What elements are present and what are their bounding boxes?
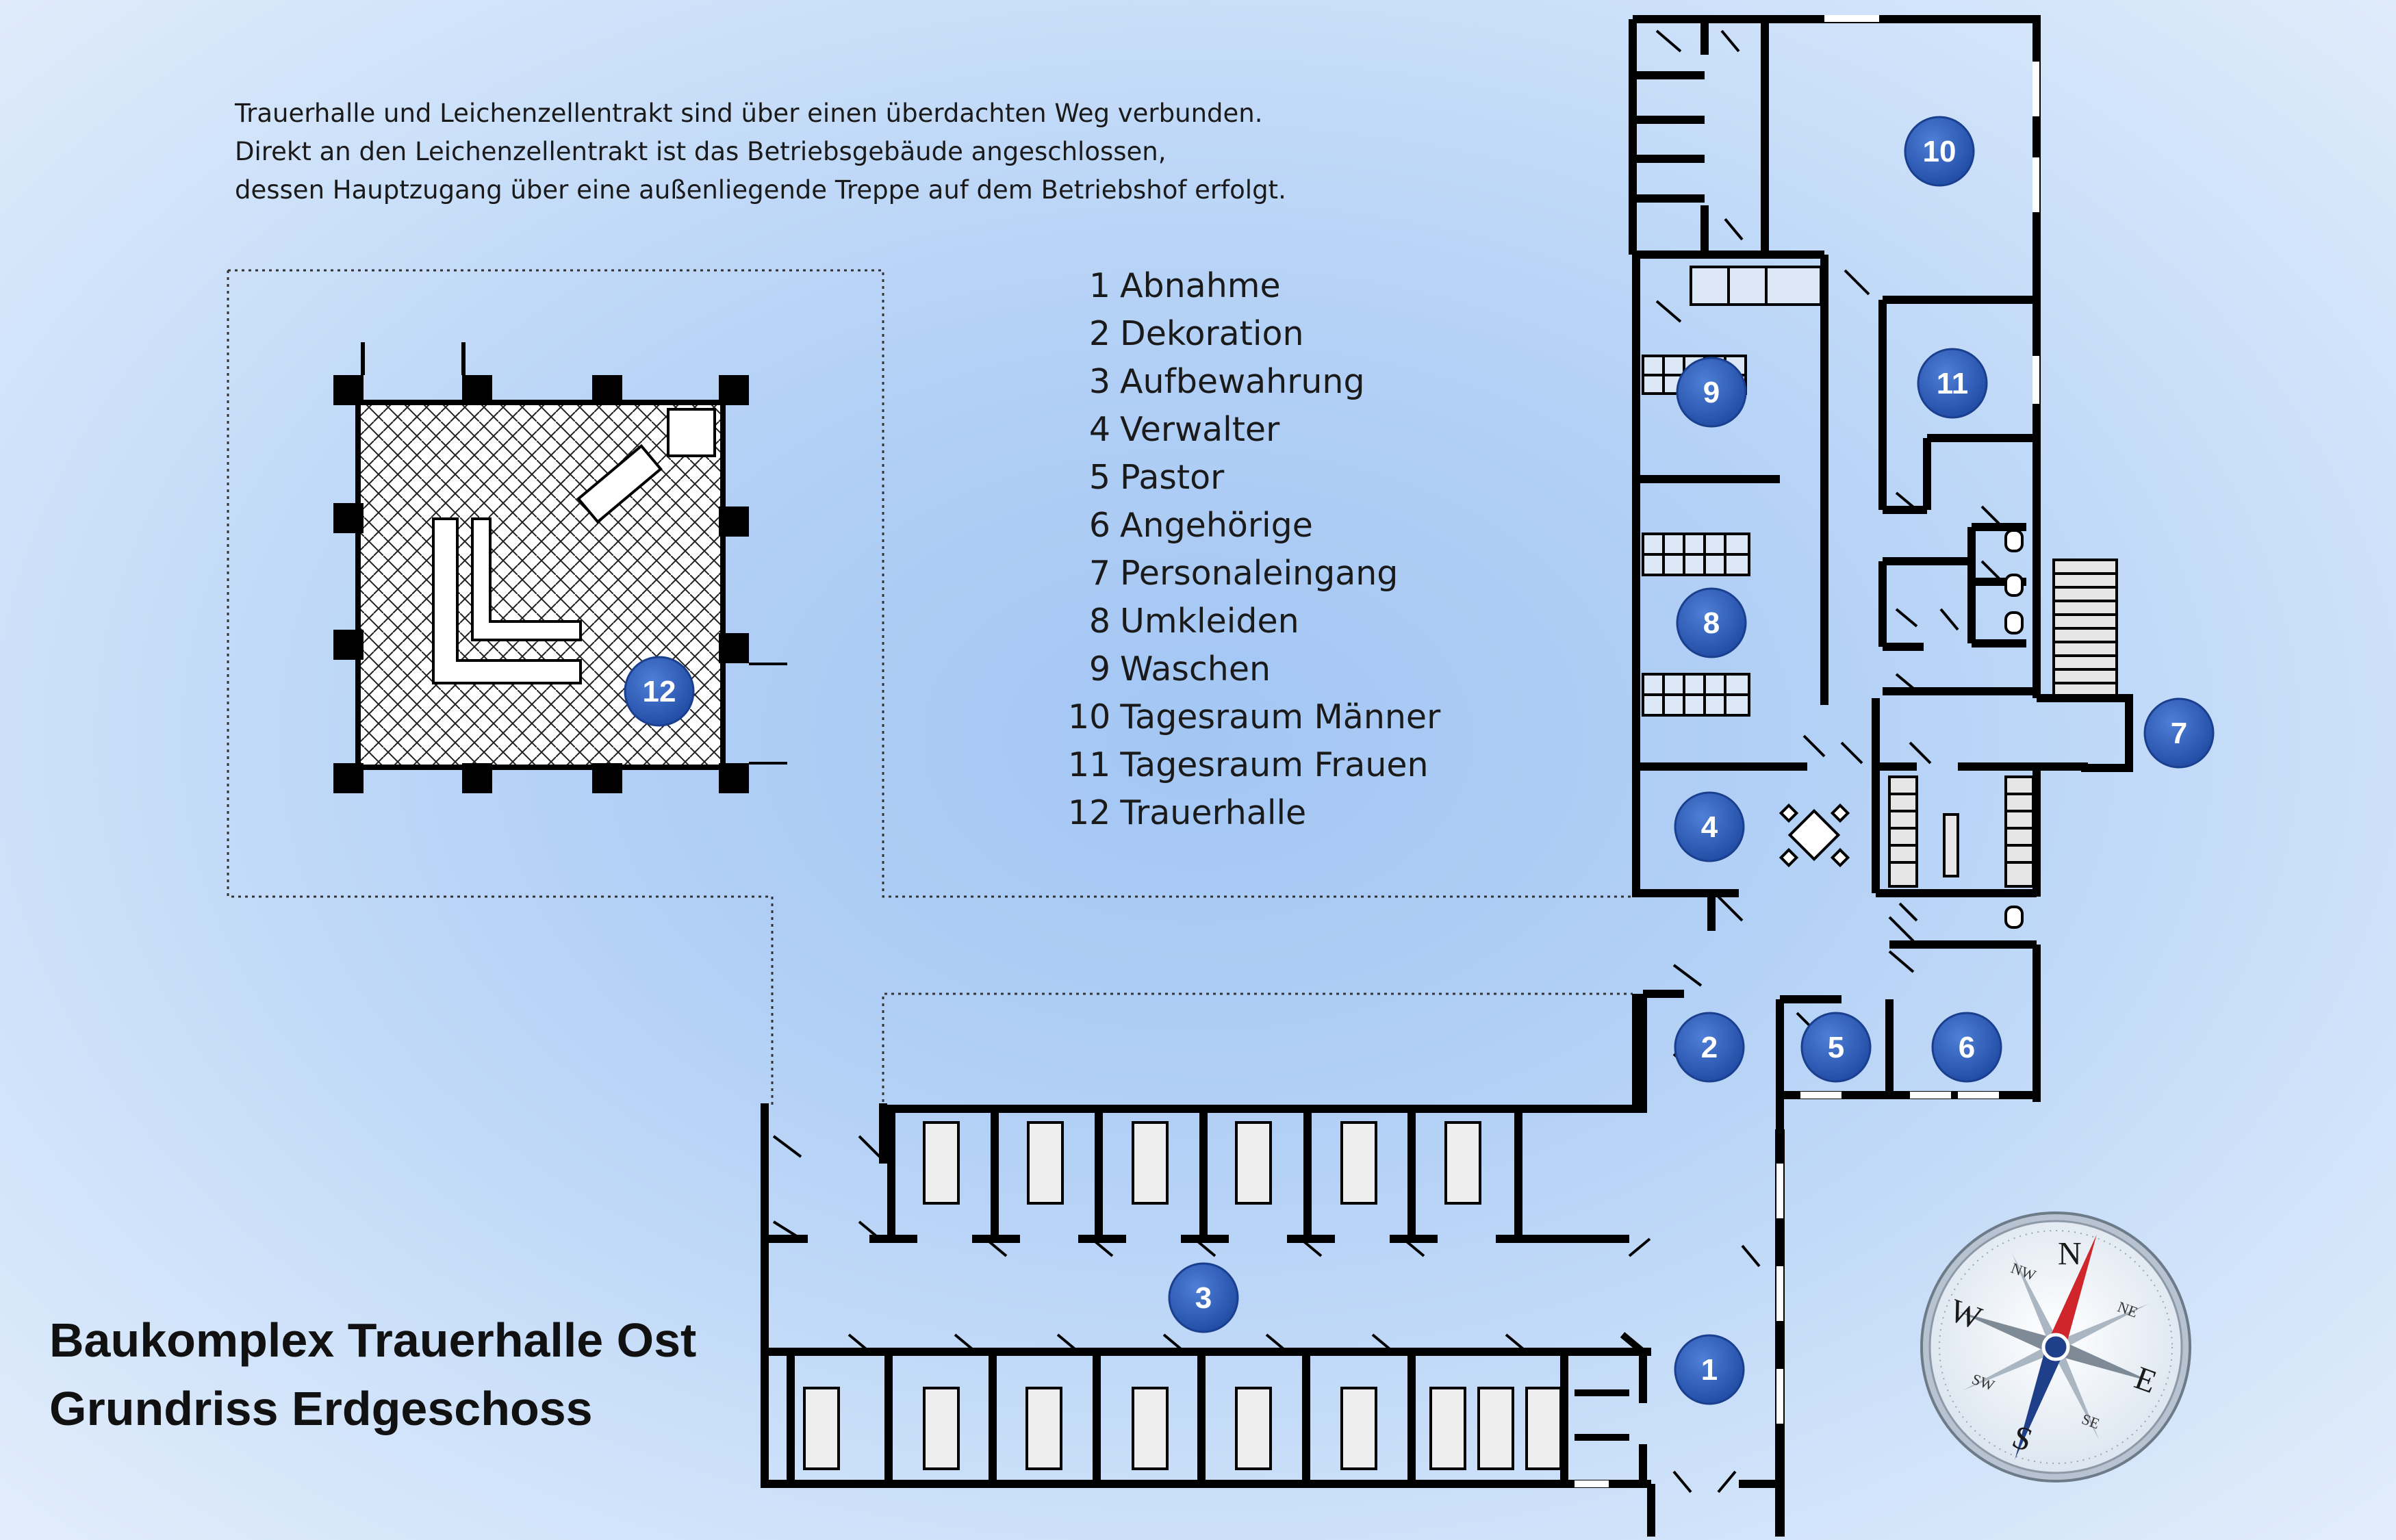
svg-text:7: 7 [2171, 717, 2187, 750]
room-marker-10: 10 [1904, 116, 1975, 187]
intro-line: dessen Hauptzugang über eine außenliegen… [235, 175, 1286, 205]
svg-text:4: 4 [1701, 810, 1718, 844]
cell-coffins [803, 1121, 1562, 1470]
svg-text:10: 10 [1923, 135, 1957, 168]
room-markers: 1 2 3 4 5 6 7 8 9 10 11 12 [624, 116, 2215, 1405]
room-marker-9: 9 [1676, 357, 1747, 428]
svg-text:8: 8 [1703, 606, 1720, 640]
svg-text:9: 9 [1703, 376, 1720, 409]
svg-text:6: 6 [1959, 1031, 1975, 1064]
leichenzellentrakt [761, 990, 1785, 1537]
title-line-2: Grundriss Erdgeschoss [49, 1382, 593, 1435]
windows [1575, 15, 2039, 1487]
room-marker-4: 4 [1674, 791, 1745, 862]
plan-title: Baukomplex Trauerhalle Ost Grundriss Erd… [49, 1306, 696, 1443]
room-marker-6: 6 [1931, 1012, 2002, 1083]
covered-walkway [227, 269, 1633, 1109]
intro-line: Direkt an den Leichenzellentrakt ist das… [235, 137, 1167, 166]
title-line-1: Baukomplex Trauerhalle Ost [49, 1313, 697, 1367]
room-marker-11: 11 [1917, 348, 1988, 419]
room-marker-7: 7 [2143, 697, 2215, 769]
room-marker-2: 2 [1674, 1012, 1745, 1083]
compass-n: N [2058, 1236, 2082, 1272]
room-marker-3: 3 [1168, 1262, 1239, 1333]
room-marker-1: 1 [1674, 1334, 1745, 1405]
svg-text:3: 3 [1195, 1281, 1212, 1315]
small-room-1-partitions [1575, 1332, 1646, 1441]
svg-text:5: 5 [1828, 1031, 1844, 1064]
svg-text:11: 11 [1937, 367, 1969, 400]
svg-text:1: 1 [1701, 1353, 1718, 1387]
intro-text: Trauerhalle und Leichenzellentrakt sind … [235, 94, 1286, 209]
trauerhalle-building [333, 342, 787, 793]
intro-line: Trauerhalle und Leichenzellentrakt sind … [235, 99, 1263, 128]
svg-text:2: 2 [1701, 1031, 1718, 1064]
svg-text:12: 12 [643, 675, 676, 708]
room-marker-12: 12 [624, 656, 695, 727]
compass-rose: N S E W NE NW SE SW [1920, 1211, 2191, 1483]
room-marker-5: 5 [1800, 1012, 1872, 1083]
cell-doors [772, 1135, 1761, 1493]
room-marker-8: 8 [1676, 587, 1747, 658]
